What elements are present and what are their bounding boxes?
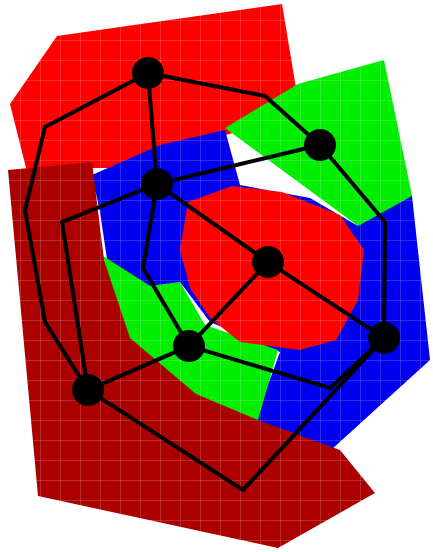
node-n4[interactable] bbox=[252, 246, 284, 278]
node-n2[interactable] bbox=[304, 129, 336, 161]
node-n3[interactable] bbox=[141, 168, 173, 200]
node-n1[interactable] bbox=[132, 57, 164, 89]
node-n6[interactable] bbox=[368, 322, 400, 354]
node-n7[interactable] bbox=[72, 374, 104, 406]
node-n5[interactable] bbox=[173, 330, 205, 362]
